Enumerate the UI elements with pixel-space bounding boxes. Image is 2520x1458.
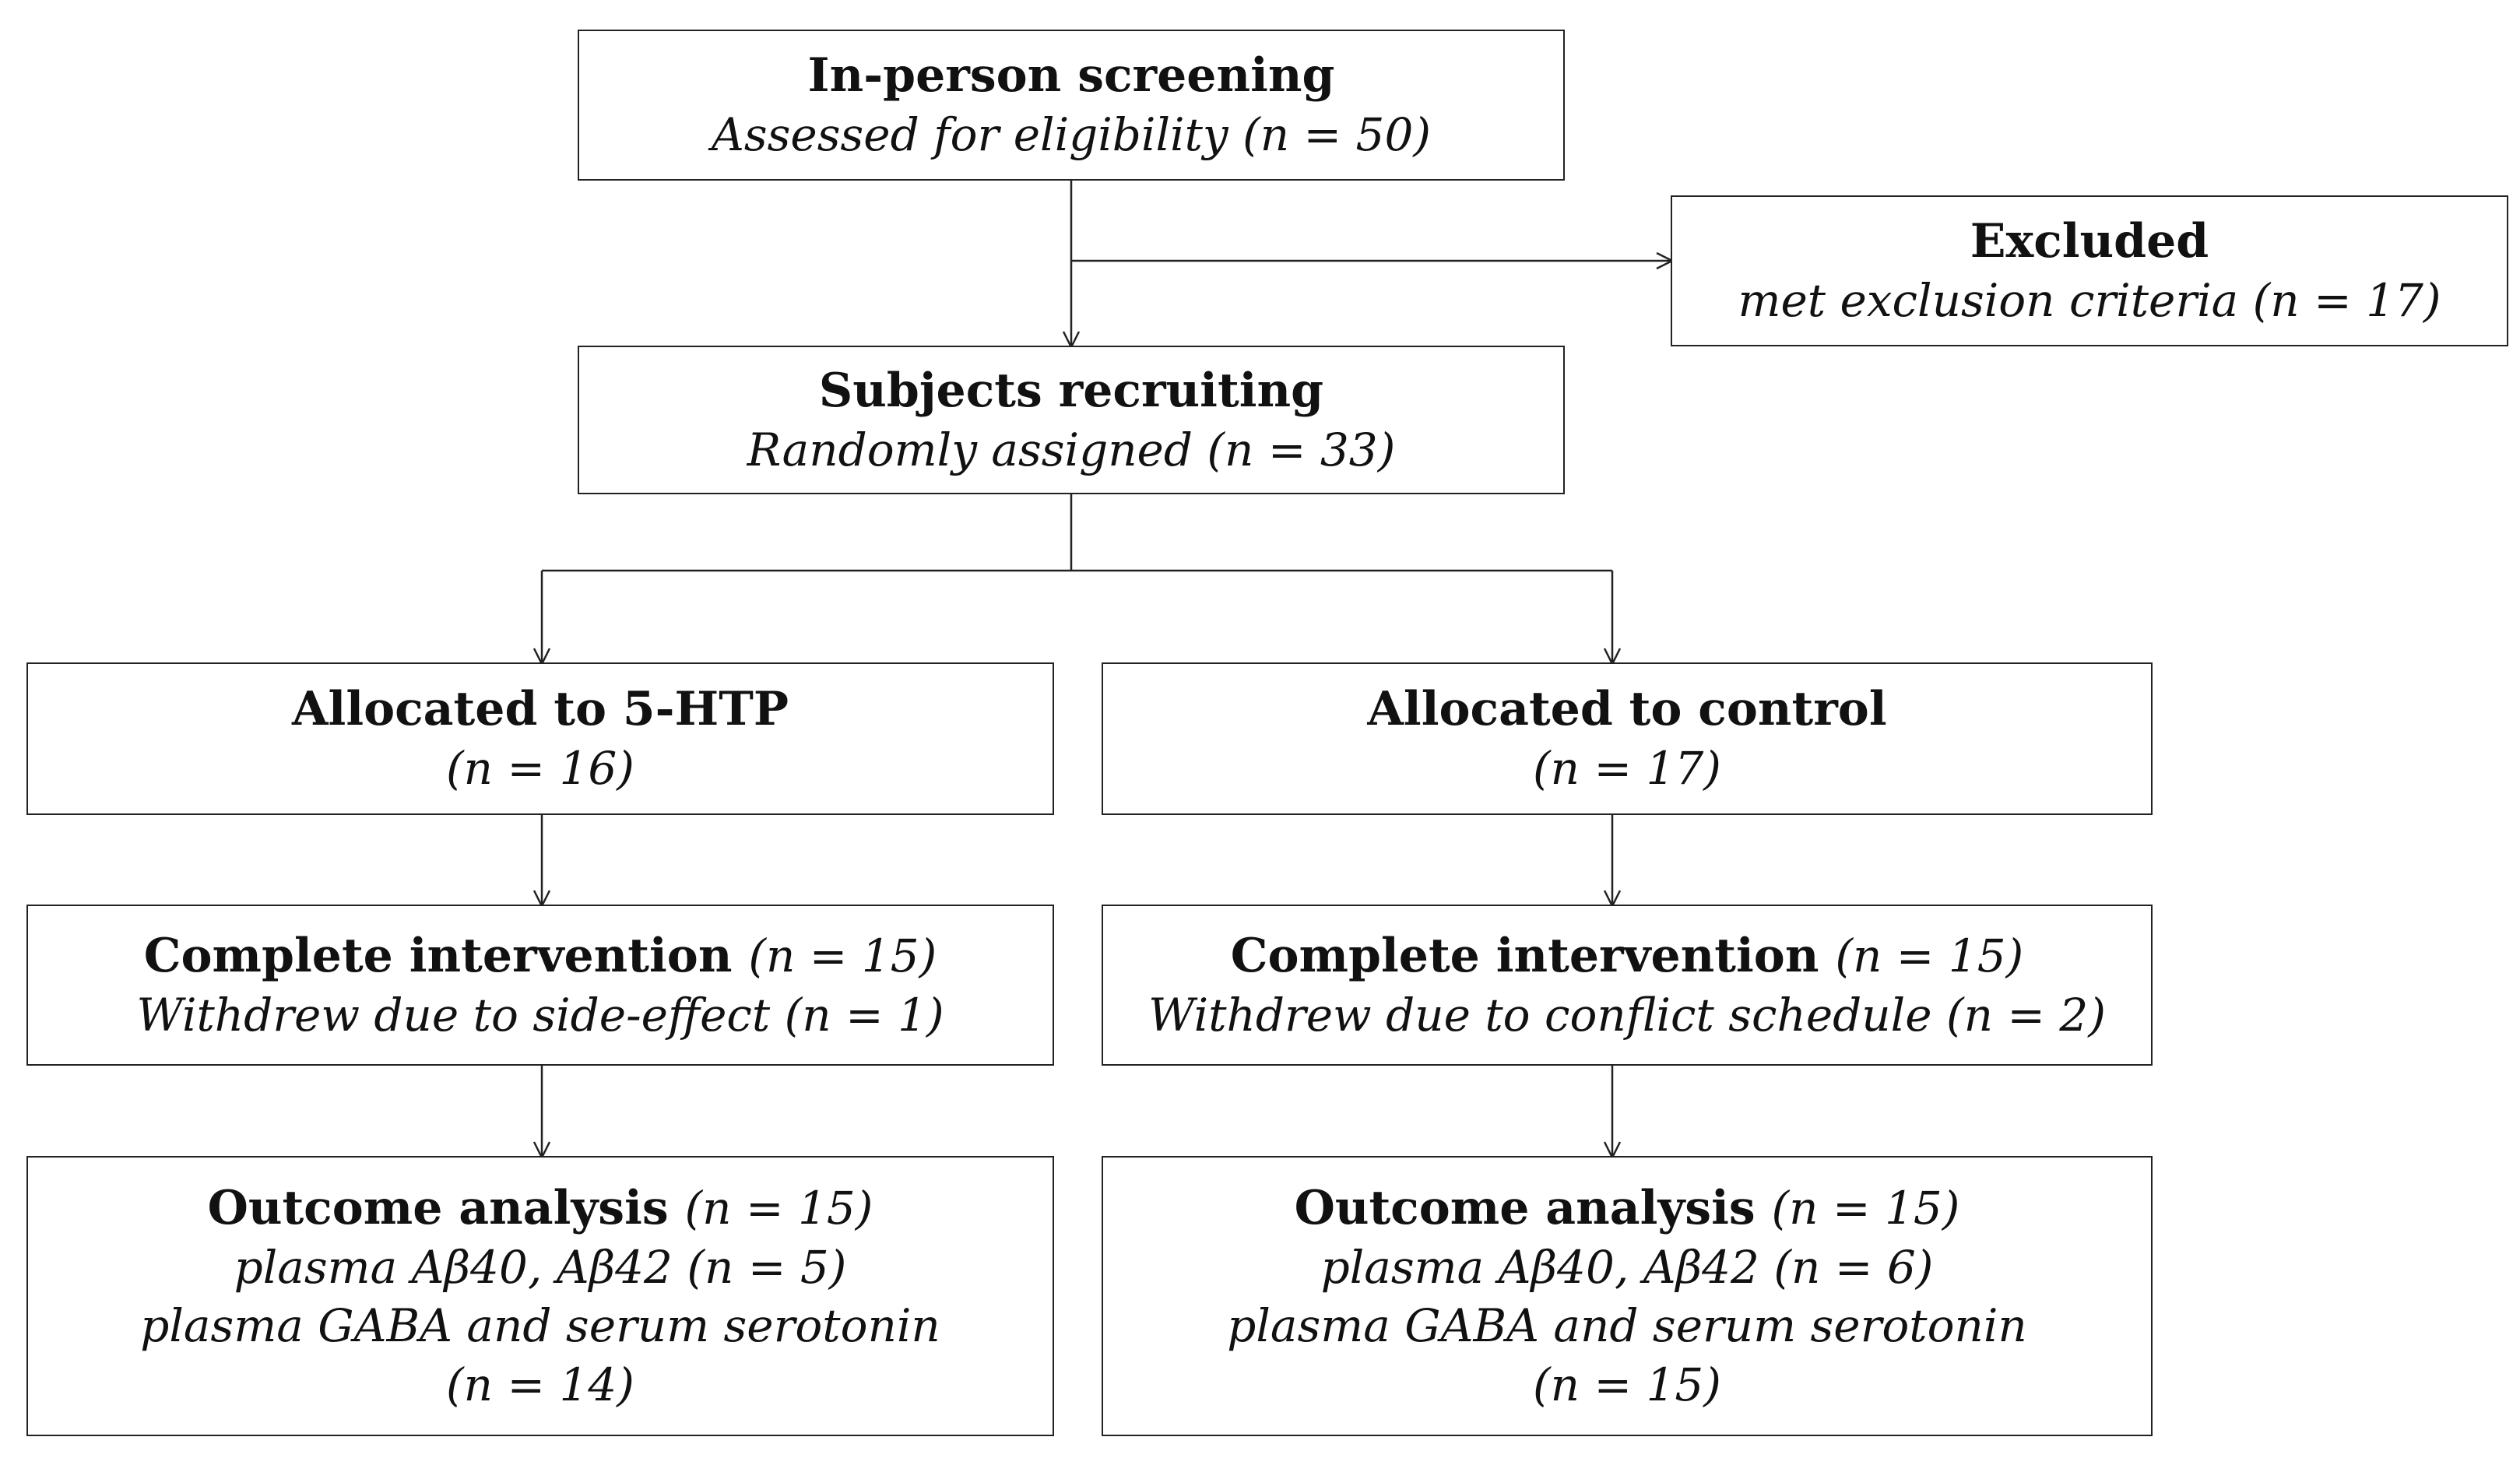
- allocated-5htp-title: Allocated to 5-HTP: [291, 682, 789, 737]
- complete-control-withdrew: Withdrew due to conflict schedule (n = 2…: [1148, 988, 2106, 1042]
- complete-control-title-count: (n = 15): [1835, 929, 2024, 982]
- complete-5htp-withdrew: Withdrew due to side-effect (n = 1): [136, 988, 944, 1042]
- screening-detail: Assessed for eligibility (n = 50): [712, 108, 1431, 162]
- recruiting-detail: Randomly assigned (n = 33): [747, 423, 1396, 476]
- outcome-5htp-gaba-count: (n = 14): [446, 1358, 634, 1411]
- allocated-control-count: (n = 17): [1533, 742, 1721, 796]
- outcome-5htp-box: Outcome analysis (n = 15) plasma Aβ40, A…: [26, 1156, 1054, 1436]
- outcome-5htp-abeta: plasma Aβ40, Aβ42 (n = 5): [234, 1240, 847, 1294]
- screening-title: In-person screening: [807, 48, 1335, 104]
- complete-5htp-box: Complete intervention (n = 15) Withdrew …: [26, 905, 1054, 1066]
- outcome-control-gaba-count: (n = 15): [1533, 1358, 1721, 1411]
- outcome-control-title-count: (n = 15): [1771, 1181, 1960, 1235]
- complete-5htp-title: Complete intervention (n = 15): [144, 926, 937, 986]
- allocated-control-box: Allocated to control (n = 17): [1102, 662, 2153, 815]
- outcome-control-title: Outcome analysis (n = 15): [1295, 1178, 1960, 1238]
- complete-control-title: Complete intervention (n = 15): [1231, 926, 2023, 986]
- complete-control-box: Complete intervention (n = 15) Withdrew …: [1102, 905, 2153, 1066]
- complete-5htp-title-text: Complete intervention: [143, 928, 733, 983]
- outcome-control-box: Outcome analysis (n = 15) plasma Aβ40, A…: [1102, 1156, 2153, 1436]
- allocated-5htp-count: (n = 16): [446, 742, 634, 796]
- recruiting-title: Subjects recruiting: [818, 363, 1324, 418]
- complete-control-title-text: Complete intervention: [1230, 928, 1819, 983]
- outcome-control-abeta: plasma Aβ40, Aβ42 (n = 6): [1320, 1240, 1934, 1294]
- outcome-5htp-title: Outcome analysis (n = 15): [208, 1178, 873, 1238]
- complete-5htp-title-count: (n = 15): [748, 929, 937, 982]
- outcome-5htp-title-text: Outcome analysis: [207, 1180, 669, 1235]
- outcome-5htp-title-count: (n = 15): [684, 1181, 873, 1235]
- excluded-box: Excluded met exclusion criteria (n = 17): [1671, 195, 2508, 346]
- outcome-control-gaba: plasma GABA and serum serotonin: [1227, 1299, 2027, 1353]
- outcome-5htp-gaba: plasma GABA and serum serotonin: [140, 1299, 940, 1353]
- allocated-5htp-box: Allocated to 5-HTP (n = 16): [26, 662, 1054, 815]
- outcome-control-title-text: Outcome analysis: [1294, 1180, 1756, 1235]
- excluded-detail: met exclusion criteria (n = 17): [1738, 274, 2441, 328]
- allocated-control-title: Allocated to control: [1367, 682, 1887, 737]
- recruiting-box: Subjects recruiting Randomly assigned (n…: [578, 346, 1565, 494]
- screening-box: In-person screening Assessed for eligibi…: [578, 30, 1565, 181]
- excluded-title: Excluded: [1970, 214, 2209, 269]
